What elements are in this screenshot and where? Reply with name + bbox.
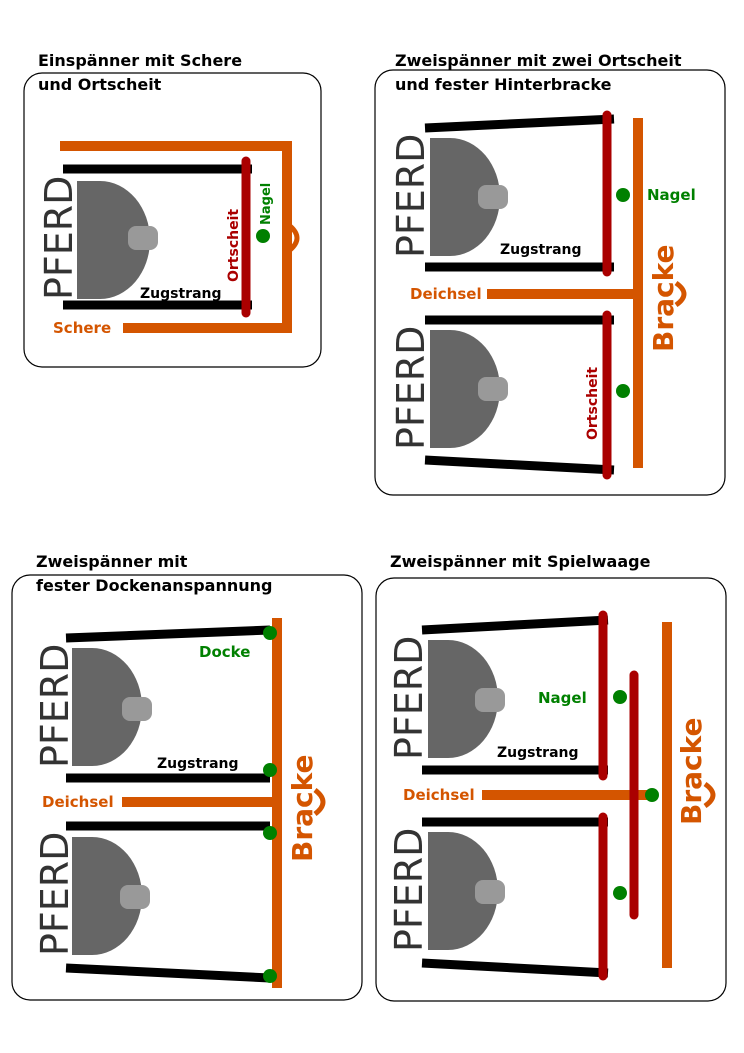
pferd-upper-body	[430, 138, 500, 256]
deichsel-label: Deichsel	[42, 793, 114, 811]
nagel-dot	[256, 229, 270, 243]
nagel-lower	[616, 384, 630, 398]
pferd-lower-label: PFERD	[389, 326, 433, 450]
pferd-upper-body	[72, 648, 142, 766]
panel-1-title-line-1: Einspänner mit Schere	[38, 51, 242, 70]
panel-1-frame	[23, 72, 322, 368]
panel-4-title-line-1: Zweispänner mit Spielwaage	[390, 552, 651, 571]
panel-2-title-line-2: und fester Hinterbracke	[395, 75, 612, 94]
pferd-upper-label: PFERD	[33, 644, 77, 768]
bracke-label: Bracke	[675, 717, 708, 825]
nagel-spielwaage	[645, 788, 659, 802]
pferd-lower-body	[430, 330, 500, 448]
panel-1-title-line-2: und Ortscheit	[38, 75, 162, 94]
zugstrang-upper-a	[421, 615, 609, 635]
zugstrang-label: Zugstrang	[497, 745, 579, 761]
nagel-label: Nagel	[538, 689, 587, 707]
panel-zwei-ortscheit: Zweispänner mit zwei Ortscheit und feste…	[374, 51, 726, 496]
pferd-upper-nose	[122, 697, 152, 721]
pferd-body	[77, 181, 150, 299]
pferd-lower-body	[72, 837, 142, 955]
panel-4-frame	[375, 577, 727, 1002]
zugstrang-lower-b	[424, 455, 615, 475]
pferd-upper-nose	[478, 185, 508, 209]
ortscheit-label: Ortscheit	[226, 209, 242, 282]
zugstrang-label: Zugstrang	[140, 286, 222, 302]
zugstrang-lower-b	[421, 958, 609, 978]
zugstrang-upper-a	[65, 625, 271, 643]
pferd-upper-nose	[475, 688, 505, 712]
pferd-upper-body	[428, 640, 498, 758]
bracke-hook	[313, 788, 326, 816]
bracke-hook	[674, 280, 687, 308]
pferd-nose	[128, 226, 158, 250]
panel-3-frame	[11, 574, 363, 1001]
panel-dockenanspannung: Zweispänner mit fester Dockenanspannung …	[11, 552, 363, 1001]
pferd-upper-label: PFERD	[387, 636, 431, 760]
deichsel-label: Deichsel	[410, 285, 482, 303]
panel-3-title-line-2: fester Dockenanspannung	[36, 576, 272, 595]
nagel-upper	[613, 690, 627, 704]
deichsel-label: Deichsel	[403, 786, 475, 804]
docke-label: Docke	[199, 643, 250, 661]
zugstrang-label: Zugstrang	[500, 242, 582, 258]
panel-spielwaage: Zweispänner mit Spielwaage PFERD PFERD N…	[375, 552, 727, 1002]
schere-hook	[288, 224, 300, 252]
panel-2-title-line-1: Zweispänner mit zwei Ortscheit	[395, 51, 682, 70]
pferd-lower-nose	[478, 377, 508, 401]
docke-dot-2	[263, 763, 277, 777]
nagel-lower	[613, 886, 627, 900]
bracke-label: Bracke	[647, 244, 680, 352]
pferd-lower-nose	[475, 880, 505, 904]
pferd-lower-body	[428, 832, 498, 950]
pferd-lower-label: PFERD	[33, 832, 77, 956]
zugstrang-lower-b	[65, 963, 271, 983]
zugstrang-label: Zugstrang	[157, 756, 239, 772]
bracke-hook	[703, 781, 716, 809]
docke-dot-3	[263, 826, 277, 840]
docke-dot-4	[263, 969, 277, 983]
panel-3-title-line-1: Zweispänner mit	[36, 552, 188, 571]
schere-shaft	[60, 141, 292, 333]
nagel-label: Nagel	[259, 183, 274, 225]
pferd-shape	[77, 181, 158, 299]
schere-label: Schere	[53, 319, 111, 337]
panel-einspaenner: Einspänner mit Schere und Ortscheit PFER…	[23, 51, 322, 368]
pferd-lower-label: PFERD	[387, 828, 431, 952]
ortscheit-label: Ortscheit	[585, 367, 601, 440]
nagel-upper	[616, 188, 630, 202]
pferd-label: PFERD	[37, 176, 81, 300]
pferd-upper-label: PFERD	[389, 134, 433, 258]
zugstrang-upper-a	[424, 114, 615, 133]
bracke-label: Bracke	[286, 754, 319, 862]
panel-2-frame	[374, 69, 726, 496]
pferd-lower-nose	[120, 885, 150, 909]
nagel-label: Nagel	[647, 186, 696, 204]
docke-dot-1	[263, 626, 277, 640]
